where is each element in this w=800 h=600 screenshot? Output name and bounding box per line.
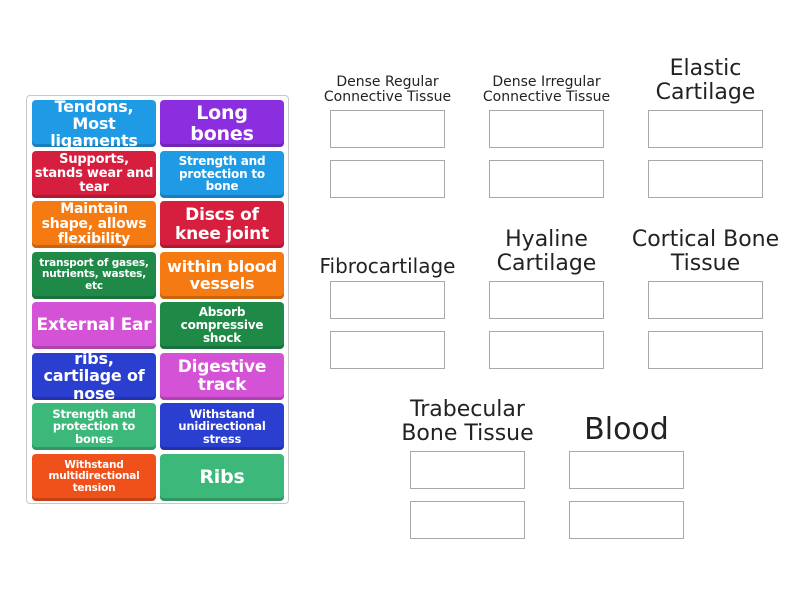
group-title: Trabecular Bone Tissue bbox=[401, 396, 534, 447]
draggable-tile[interactable]: within blood vessels bbox=[160, 251, 284, 299]
drop-slot[interactable] bbox=[489, 160, 604, 198]
draggable-tile[interactable]: Discs of knee joint bbox=[160, 201, 284, 248]
drop-slot[interactable] bbox=[489, 110, 604, 148]
draggable-tile[interactable]: Maintain shape, allows flexibility bbox=[32, 201, 156, 248]
drop-slot[interactable] bbox=[489, 281, 604, 319]
draggable-tile[interactable]: transport of gases, nutrients, wastes, e… bbox=[32, 251, 156, 299]
group-title: Cortical Bone Tissue bbox=[631, 226, 780, 277]
draggable-tile[interactable]: Withstand unidirectional stress bbox=[160, 403, 284, 450]
drop-slot[interactable] bbox=[648, 281, 763, 319]
draggable-tile[interactable]: Absorb compressive shock bbox=[160, 302, 284, 349]
draggable-tile[interactable]: ribs, cartilage of nose bbox=[32, 350, 156, 402]
group-title: Elastic Cartilage bbox=[655, 55, 756, 106]
drop-slot[interactable] bbox=[410, 451, 525, 489]
draggable-tile[interactable]: Tendons, Most ligaments bbox=[32, 97, 156, 149]
drop-slot[interactable] bbox=[330, 281, 445, 319]
group-title: Fibrocartilage bbox=[319, 253, 456, 278]
drop-slot[interactable] bbox=[648, 331, 763, 369]
draggable-tile[interactable]: Strength and protection to bone bbox=[160, 150, 284, 198]
group-title: Blood bbox=[584, 412, 669, 448]
draggable-tile[interactable]: Long bones bbox=[160, 100, 284, 147]
drop-slot[interactable] bbox=[648, 160, 763, 198]
draggable-tile[interactable]: External Ear bbox=[32, 302, 156, 349]
drop-slot[interactable] bbox=[569, 501, 684, 539]
drop-slot[interactable] bbox=[410, 501, 525, 539]
draggable-tile[interactable]: Ribs bbox=[160, 453, 284, 501]
draggable-tile[interactable]: Digestive track bbox=[160, 352, 284, 400]
drop-slot[interactable] bbox=[330, 110, 445, 148]
drop-slot[interactable] bbox=[330, 160, 445, 198]
group-title: Dense Regular Connective Tissue bbox=[323, 73, 452, 106]
drop-slot[interactable] bbox=[569, 451, 684, 489]
draggable-tile[interactable]: Strength and protection to bones bbox=[32, 403, 156, 450]
draggable-tile[interactable]: Supports, stands wear and tear bbox=[32, 150, 156, 198]
drop-slot[interactable] bbox=[330, 331, 445, 369]
drop-slot[interactable] bbox=[489, 331, 604, 369]
draggable-tile[interactable]: Withstand multidirectional tension bbox=[32, 453, 156, 501]
drop-slot[interactable] bbox=[648, 110, 763, 148]
group-title: Dense Irregular Connective Tissue bbox=[482, 73, 611, 106]
group-title: Hyaline Cartilage bbox=[496, 226, 597, 277]
